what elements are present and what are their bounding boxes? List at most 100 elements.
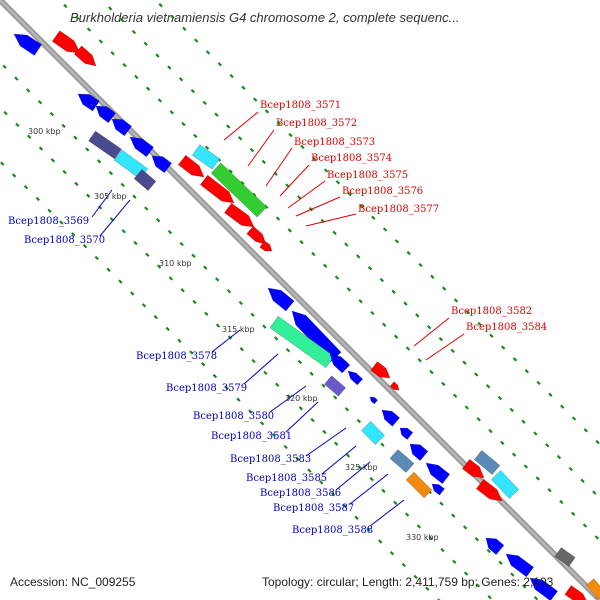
tick-mark [236,397,241,402]
gene-arrow-reverse [267,287,295,312]
tick-mark [452,393,458,398]
tick-mark [322,429,327,435]
gene-arrow-reverse [151,155,173,174]
gene-label-3577[interactable]: Bcep1808_3577 [358,204,439,215]
gene-box-orange [585,578,600,600]
tick-mark [440,547,445,553]
tick-mark [214,112,219,117]
tick-mark [535,476,540,481]
gene-arrow-reverse [529,577,559,600]
tick-mark [71,232,76,237]
tick-mark [450,348,455,354]
gene-arrow-reverse [409,443,429,462]
tick-mark [370,310,375,316]
gene-label-3573[interactable]: Bcep1808_3573 [294,137,375,148]
tick-mark [485,384,491,389]
tick-mark [334,441,339,446]
gene-box-cyan [490,470,520,499]
gene-box-cyan [191,144,221,170]
tick-mark [477,321,482,327]
gene-label-3576[interactable]: Bcep1808_3576 [342,186,423,197]
tick-mark [346,287,351,292]
tick-mark [145,86,151,91]
tick-mark [354,515,359,520]
gene-label-3587[interactable]: Bcep1808_3587 [273,503,354,514]
tick-track-4 [3,110,492,600]
leader-line [91,189,113,218]
gene-box-cyan [360,420,386,446]
gene-label-3585[interactable]: Bcep1808_3585 [246,473,327,484]
gene-label-3569[interactable]: Bcep1808_3569 [8,216,89,227]
tick-mark [73,135,78,140]
tick-mark [274,336,279,341]
gene-label-3572[interactable]: Bcep1808_3572 [276,118,357,129]
gene-label-3570[interactable]: Bcep1808_3570 [24,235,105,246]
gene-label-3571[interactable]: Bcep1808_3571 [260,100,341,111]
tick-mark [509,407,514,413]
tick-mark [367,266,373,271]
gene-label-3578[interactable]: Bcep1808_3578 [136,351,217,362]
tick-mark [441,286,447,291]
tick-mark [134,74,139,80]
tick-track-3 [2,64,539,600]
gene-label-3581[interactable]: Bcep1808_3581 [211,431,292,442]
tick-mark [23,185,29,190]
tick-mark [393,500,398,505]
gene-label-3579[interactable]: Bcep1808_3579 [166,383,247,394]
gene-arrow-forward [73,45,97,67]
gene-label-3583[interactable]: Bcep1808_3583 [230,454,311,465]
leader-line [269,385,307,413]
tick-mark [394,239,400,244]
tick-track-1 [108,6,597,495]
tick-mark [178,77,184,82]
tick-track-5 [0,161,441,600]
tick-mark [592,490,597,495]
tick-mark [167,65,172,70]
gene-box-cyan [113,149,149,180]
gene-arrow-forward [246,225,267,245]
tick-mark [108,170,114,176]
tick-mark [47,208,52,213]
tick-mark [323,168,329,173]
tick-mark [487,595,492,600]
tick-mark [498,560,503,565]
tick-mark [108,6,113,11]
tick-mark [523,464,529,469]
gene-label-3584[interactable]: Bcep1808_3584 [466,322,547,333]
tick-mark [169,110,174,115]
gene-label-3588[interactable]: Bcep1808_3588 [292,525,373,536]
gene-label-3586[interactable]: Bcep1808_3586 [260,488,341,499]
tick-mark [205,50,211,55]
tick-mark [275,216,281,221]
gene-label-3580[interactable]: Bcep1808_3580 [193,411,274,422]
tick-mark [465,310,470,315]
gene-arrow-forward [199,174,235,204]
tick-mark [486,548,491,554]
leader-line [321,445,357,475]
gene-arrow-forward [51,30,81,54]
tick-mark [382,322,387,327]
tick-mark [192,299,197,305]
tick-mark [533,596,539,600]
tick-mark [381,488,386,494]
tick-mark [391,289,396,294]
tick-mark [312,156,317,161]
tick-mark [366,527,371,532]
tick-mark [191,253,196,258]
tick-mark [283,444,288,450]
gene-label-3575[interactable]: Bcep1808_3575 [327,170,408,181]
gene-arrow-reverse [369,396,379,405]
gene-label-3582[interactable]: Bcep1808_3582 [451,306,532,317]
tick-mark [118,279,123,284]
gene-box-steel [389,449,415,473]
tick-mark [62,169,67,175]
tick-mark [119,18,125,23]
gene-label-3574[interactable]: Bcep1808_3574 [311,153,392,164]
tick-mark [548,392,553,397]
tick-mark [252,192,257,198]
tick-mark [501,345,506,350]
leader-line [99,199,131,237]
tick-mark [582,523,588,528]
tick-mark [571,416,577,421]
